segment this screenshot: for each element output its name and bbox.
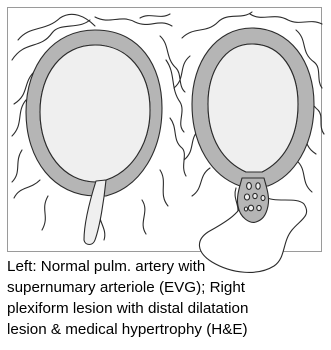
caption-line: Left: Normal pulm. artery with — [7, 256, 325, 277]
caption-line: lesion & medical hypertrophy (H&E) — [7, 319, 325, 340]
figure-caption: Left: Normal pulm. artery with supernuma… — [7, 256, 325, 340]
caption-line: supernumary arteriole (EVG); Right — [7, 277, 325, 298]
plexiform-artery-lumen — [208, 44, 298, 172]
caption-line: plexiform lesion with distal dilatation — [7, 298, 325, 319]
